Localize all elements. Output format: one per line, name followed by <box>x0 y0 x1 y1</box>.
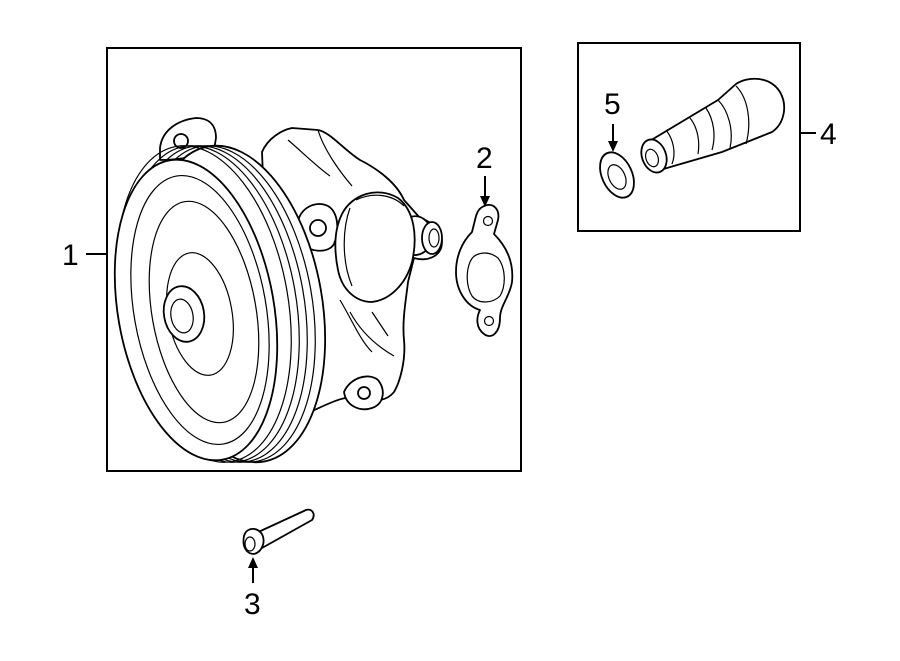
callout-4: 4 <box>820 118 837 151</box>
bolt <box>242 508 315 555</box>
callout-2-arrowhead <box>480 196 490 207</box>
callout-2: 2 <box>476 142 493 175</box>
callout-5: 5 <box>604 88 621 121</box>
pump-assembly-box <box>106 47 522 472</box>
callout-3-arrowhead <box>248 557 258 568</box>
callout-5-arrowhead <box>608 141 618 152</box>
outlet-fitting <box>640 77 786 174</box>
callout-1: 1 <box>62 239 79 272</box>
gasket <box>455 204 514 337</box>
o-ring <box>599 151 635 199</box>
fitting-assembly-box <box>577 42 801 232</box>
water-pump <box>113 117 443 464</box>
callout-3: 3 <box>244 588 261 621</box>
